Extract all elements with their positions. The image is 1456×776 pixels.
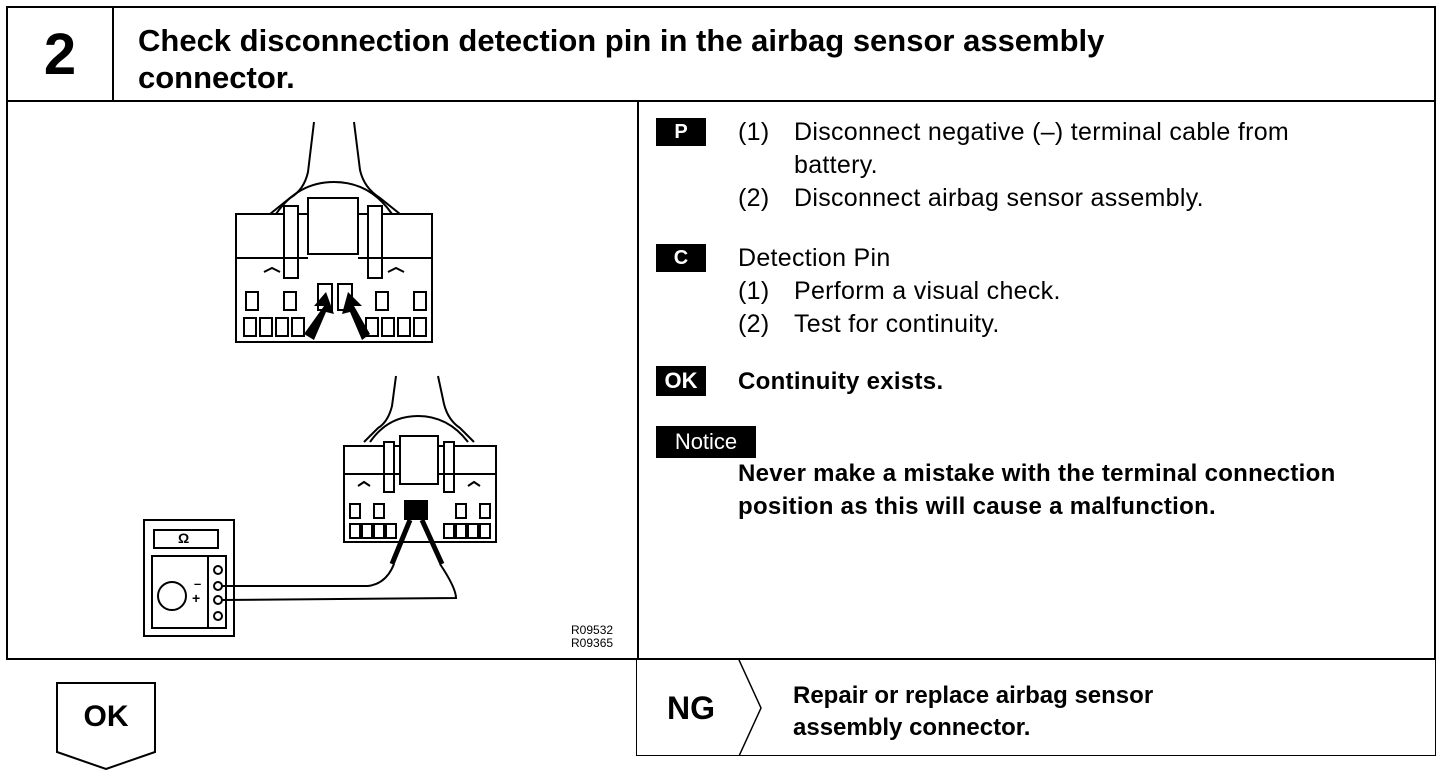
ng-chevron-shape (738, 660, 762, 756)
ok-result-box: OK (56, 682, 156, 771)
connector-figure: Ω – + R09532 R09365 (8, 102, 637, 658)
p-step1-text: Disconnect negative (–) terminal cable f… (794, 118, 1290, 146)
ng-action-line1: Repair or replace airbag sensor (793, 682, 1154, 709)
step-title-line1: Check disconnection detection pin in the… (138, 23, 1105, 58)
c-badge: C (656, 244, 706, 272)
p-step2-text: Disconnect airbag sensor assembly. (794, 184, 1204, 212)
connector-illustration (143, 121, 497, 637)
p-step2-num: (2) (738, 184, 770, 212)
meter-ohm-symbol: Ω (178, 530, 190, 546)
c-step2-num: (2) (738, 310, 770, 338)
step-title-line2: connector. (138, 60, 295, 95)
p-badge: P (656, 118, 706, 146)
step-title: Check disconnection detection pin in the… (138, 22, 1338, 96)
c-step1-text: Perform a visual check. (794, 277, 1061, 305)
meter-plus-label: + (192, 590, 201, 606)
step-number: 2 (8, 8, 114, 100)
ng-result-label: NG (667, 690, 715, 726)
ng-action-line2: assembly connector. (793, 714, 1031, 741)
figure-code-1: R09532 (571, 623, 614, 637)
notice-line2: position as this will cause a malfunctio… (738, 493, 1217, 520)
ng-result-row: NG Repair or replace airbag sensor assem… (636, 660, 1436, 756)
c-step2-text: Test for continuity. (794, 310, 1000, 338)
notice-badge: Notice (656, 426, 756, 458)
meter-minus-label: – (194, 576, 202, 591)
step-body: Ω – + R09532 R09365 P (1) Disconnect neg… (6, 100, 1436, 660)
figure-code-2: R09365 (571, 636, 614, 650)
c-step1-num: (1) (738, 277, 770, 305)
p-step1-text-cont: battery. (794, 151, 878, 179)
c-title: Detection Pin (738, 244, 891, 272)
p-step1-num: (1) (738, 118, 770, 146)
ok-result-label: OK (83, 700, 129, 733)
column-divider (637, 102, 639, 658)
figure-code: R09532 R09365 (571, 624, 613, 650)
ng-action-text: Repair or replace airbag sensor assembly… (793, 680, 1153, 744)
ok-text: Continuity exists. (738, 368, 944, 395)
notice-line1: Never make a mistake with the terminal c… (738, 460, 1336, 487)
ok-badge: OK (656, 366, 706, 396)
ok-pentagon-shape (56, 682, 156, 771)
step-header: 2 Check disconnection detection pin in t… (6, 6, 1436, 100)
